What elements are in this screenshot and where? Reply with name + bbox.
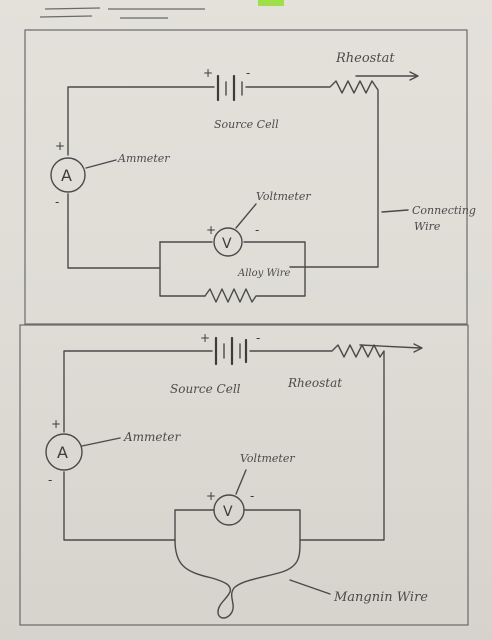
top-ammeter-plus: +	[55, 139, 65, 153]
top-ammeter-label: Ammeter	[117, 152, 170, 165]
bottom-cell-plus: +	[200, 331, 210, 345]
bottom-circuit: + - Source Cell Rheostat A + - Ammeter V…	[45, 331, 428, 619]
top-cell-minus: -	[246, 66, 250, 80]
highlighter-mark	[258, 0, 284, 6]
top-ammeter-symbol: A	[61, 166, 72, 185]
bottom-ammeter: A	[45, 433, 83, 471]
manganin-wire-loop	[174, 539, 301, 619]
bottom-voltmeter: V	[213, 494, 245, 526]
top-voltmeter-symbol: V	[222, 236, 232, 252]
top-rheostat-label: Rheostat	[335, 51, 395, 66]
top-source-cell-label: Source Cell	[214, 118, 279, 131]
top-voltmeter-plus: +	[206, 223, 216, 237]
top-ammeter-minus: -	[55, 195, 59, 209]
connecting-wire-label: Connecting	[412, 204, 476, 217]
top-frame	[24, 29, 468, 325]
top-source-cell	[216, 74, 243, 102]
bottom-ammeter-symbol: A	[57, 443, 68, 462]
header-scribbles	[39, 0, 284, 19]
top-cell-plus: +	[203, 66, 213, 80]
bottom-ammeter-minus: -	[48, 473, 52, 487]
top-voltmeter: V	[213, 227, 243, 257]
manganin-wire-label: Mangnin Wire	[333, 590, 428, 605]
top-circuit: + - Source Cell Rheostat A + - Ammeter V…	[50, 51, 476, 303]
connecting-wire-label-2: Wire	[414, 220, 441, 233]
bottom-voltmeter-label: Voltmeter	[240, 452, 295, 465]
bottom-voltmeter-symbol: V	[223, 504, 233, 520]
top-alloy-wire-label: Alloy Wire	[237, 268, 291, 279]
bottom-source-cell-label: Source Cell	[170, 382, 241, 396]
bottom-voltmeter-minus: -	[250, 489, 254, 503]
bottom-source-cell	[214, 336, 248, 366]
top-ammeter: A	[50, 157, 86, 193]
bottom-cell-minus: -	[256, 331, 260, 345]
bottom-rheostat-label: Rheostat	[287, 376, 342, 390]
top-voltmeter-minus: -	[255, 223, 259, 237]
bottom-ammeter-plus: +	[51, 417, 61, 431]
top-voltmeter-label: Voltmeter	[256, 190, 311, 203]
bottom-ammeter-label: Ammeter	[123, 430, 181, 444]
bottom-voltmeter-plus: +	[206, 489, 216, 503]
bottom-frame	[19, 324, 469, 626]
